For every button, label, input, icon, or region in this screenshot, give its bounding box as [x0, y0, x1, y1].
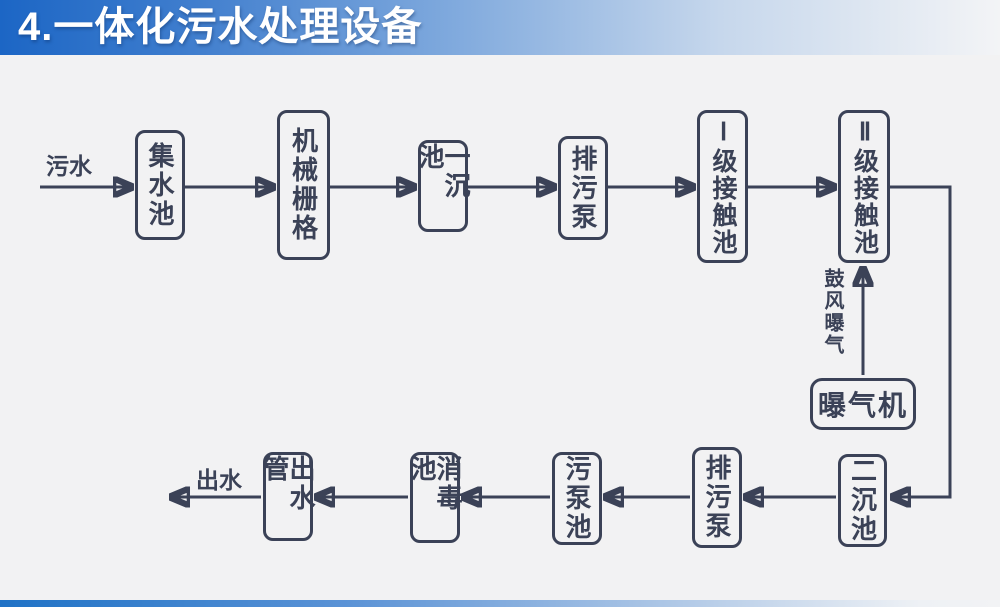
node-secondary-sedimentation-tank: 二沉池	[838, 454, 887, 547]
label-blast-aeration: 鼓风曝气	[821, 268, 843, 356]
page-title: 4.一体化污水处理设备	[18, 5, 423, 49]
slide-footer-bar	[0, 600, 1000, 607]
node-collection-tank: 集水池	[135, 130, 185, 240]
node-outlet-pipe: 出水管	[260, 452, 316, 541]
node-primary-sedimentation-tank: 一沉池	[415, 140, 471, 232]
arrow-contact2-to-sed2	[890, 185, 952, 497]
node-level1-contact-tank: Ⅰ级接触池	[697, 110, 748, 263]
node-disinfection-tank: 消毒池	[407, 452, 463, 543]
node-aerator: 曝气机	[810, 378, 916, 430]
node-mechanical-grid: 机械栅格	[277, 110, 330, 260]
node-sludge-pump-tank: 污泵池	[552, 452, 602, 545]
node-level2-contact-tank: Ⅱ级接触池	[838, 110, 890, 263]
label-inflow: 污水	[46, 153, 92, 179]
node-sewage-pump-top: 排污泵	[558, 136, 608, 240]
slide-header-bar: 4.一体化污水处理设备	[0, 0, 1000, 55]
node-sewage-pump-bottom: 排污泵	[692, 447, 742, 548]
label-outflow: 出水	[196, 467, 242, 493]
